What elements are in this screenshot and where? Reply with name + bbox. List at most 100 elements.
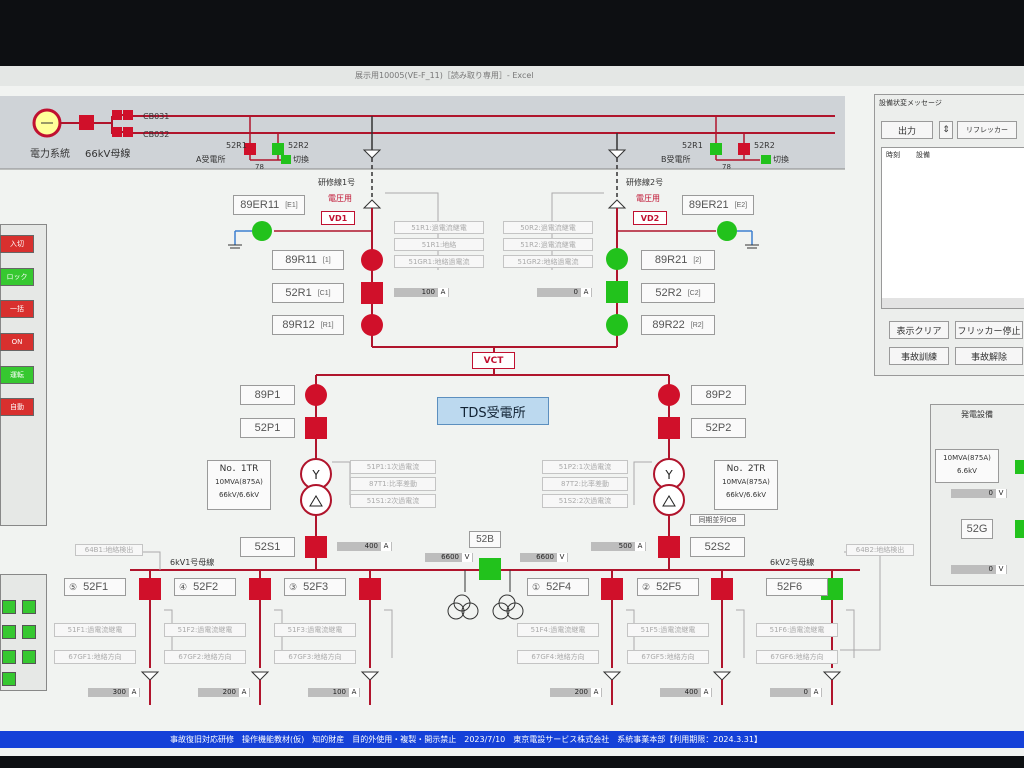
66kv-bus-breaker[interactable] xyxy=(79,115,94,130)
a-52r2-breaker[interactable] xyxy=(272,143,284,155)
left-green-lamp-5[interactable] xyxy=(2,650,16,664)
89er11-switch[interactable] xyxy=(252,221,272,241)
ground-detect-2: 64B2:地絡検出 xyxy=(846,544,914,556)
vct-tag[interactable]: VCT xyxy=(472,352,515,369)
left-green-lamp-4[interactable] xyxy=(22,625,36,639)
feeder-num: ① xyxy=(532,581,541,592)
89p1-switch[interactable] xyxy=(305,384,327,406)
cb031-label: CB031 xyxy=(143,112,170,121)
tr2-secondary-icon xyxy=(653,484,685,516)
52s2-breaker[interactable] xyxy=(658,536,680,558)
feeder-breaker-3[interactable] xyxy=(359,578,381,600)
feeder-breaker-1[interactable] xyxy=(139,578,161,600)
52r2-breaker[interactable] xyxy=(606,281,628,303)
89p2-switch[interactable] xyxy=(658,384,680,406)
fault-training-button[interactable]: 事故訓練 xyxy=(889,347,949,365)
right-relay-1: 50R2:過電流継電 xyxy=(503,221,593,234)
a-52r2-label: 52R2 xyxy=(288,141,309,150)
b-52r2-label: 52R2 xyxy=(754,141,775,150)
b-52r2-breaker[interactable] xyxy=(738,143,750,155)
left-control-button-1[interactable]: 入切 xyxy=(0,235,34,253)
left-green-lamp-3[interactable] xyxy=(2,625,16,639)
89r11-switch[interactable] xyxy=(361,249,383,271)
89er21-box[interactable]: 89ER21[E2] xyxy=(682,195,754,215)
left-control-button-6[interactable]: 自動 xyxy=(0,398,34,416)
feeder-breaker-5[interactable] xyxy=(711,578,733,600)
52p2-box[interactable]: 52P2 xyxy=(691,418,746,438)
left-green-lamp-2[interactable] xyxy=(22,600,36,614)
vd2-tag[interactable]: VD2 xyxy=(633,211,667,225)
sync-parallel-box[interactable]: 同期並列OB xyxy=(690,514,745,526)
feeder-ct-icon-5 xyxy=(712,671,732,681)
display-clear-button[interactable]: 表示クリア xyxy=(889,321,949,339)
b-sub-label: B受電所 xyxy=(661,155,691,164)
52g-box[interactable]: 52G xyxy=(961,519,993,539)
line2-label: 研修線2号 xyxy=(626,178,664,187)
output-button[interactable]: 出力 xyxy=(881,121,933,139)
52s1-breaker[interactable] xyxy=(305,536,327,558)
svg-text:Y: Y xyxy=(311,468,320,482)
feeder-name: 52F5 xyxy=(656,581,682,593)
vd1-tag[interactable]: VD1 xyxy=(321,211,355,225)
ricker-button[interactable]: リフレッカー xyxy=(957,121,1017,139)
89er21-switch[interactable] xyxy=(717,221,737,241)
output-spinner[interactable]: ⇕ xyxy=(939,121,953,139)
89r22-box[interactable]: 89R22[R2] xyxy=(641,315,715,335)
52r2-box[interactable]: 52R2[C2] xyxy=(641,283,715,303)
left-control-button-5[interactable]: 運転 xyxy=(0,366,34,384)
52p2-breaker[interactable] xyxy=(658,417,680,439)
left-relay-3: 51GR1:地絡過電流 xyxy=(394,255,484,268)
52b-box[interactable]: 52B xyxy=(469,531,501,548)
cb032-breaker[interactable] xyxy=(112,127,122,137)
feeder-box-6[interactable]: 52F6 xyxy=(766,578,828,596)
89p1-box[interactable]: 89P1 xyxy=(240,385,295,405)
b-52r1-breaker[interactable] xyxy=(710,143,722,155)
cb031-breaker[interactable] xyxy=(112,110,122,120)
left-green-lamp-1[interactable] xyxy=(2,600,16,614)
status-bar: 事故復旧対応研修 操作機能教材(仮) 知的財産 目的外使用・複製・開示禁止 20… xyxy=(0,731,1024,748)
gen-title: 発電設備 xyxy=(961,410,993,419)
feeder-breaker-4[interactable] xyxy=(601,578,623,600)
a-kiri-lamp[interactable] xyxy=(281,155,291,164)
feeder-breaker-2[interactable] xyxy=(249,578,271,600)
52r1-box[interactable]: 52R1[C1] xyxy=(272,283,344,303)
89r12-box[interactable]: 89R12[R1] xyxy=(272,315,344,335)
b-kiri-lamp[interactable] xyxy=(761,155,771,164)
left-green-lamp-6[interactable] xyxy=(22,650,36,664)
a-52r1-breaker[interactable] xyxy=(244,143,256,155)
89r21-box[interactable]: 89R21[2] xyxy=(641,250,715,270)
fault-release-button[interactable]: 事故解除 xyxy=(955,347,1023,365)
89r12-switch[interactable] xyxy=(361,314,383,336)
gen-lamp[interactable] xyxy=(1015,460,1024,474)
left-control-button-4[interactable]: ON xyxy=(0,333,34,351)
left-green-lamp-7[interactable] xyxy=(2,672,16,686)
52p1-breaker[interactable] xyxy=(305,417,327,439)
left-control-button-3[interactable]: 一括 xyxy=(0,300,34,318)
flicker-stop-button[interactable]: フリッカー停止 xyxy=(955,321,1023,339)
52s1-box[interactable]: 52S1 xyxy=(240,537,295,557)
message-list-scrollbar[interactable] xyxy=(882,298,1024,308)
89r21-switch[interactable] xyxy=(606,248,628,270)
89er11-box[interactable]: 89ER11[E1] xyxy=(233,195,305,215)
feeder-relay-oc-6: 51F6:過電流継電 xyxy=(756,623,838,637)
89r11-box[interactable]: 89R11[1] xyxy=(272,250,344,270)
52b-breaker[interactable] xyxy=(479,558,501,580)
status-text: 事故復旧対応研修 操作機能教材(仮) 知的財産 目的外使用・複製・開示禁止 20… xyxy=(170,735,762,744)
52s2-box[interactable]: 52S2 xyxy=(690,537,745,557)
89p2-box[interactable]: 89P2 xyxy=(691,385,746,405)
52g-breaker[interactable] xyxy=(1015,520,1024,538)
52r1-breaker[interactable] xyxy=(361,282,383,304)
52p1-box[interactable]: 52P1 xyxy=(240,418,295,438)
89r22-switch[interactable] xyxy=(606,314,628,336)
message-list[interactable]: 時刻 設備 xyxy=(881,147,1024,309)
left-control-button-2[interactable]: ロック xyxy=(0,268,34,286)
